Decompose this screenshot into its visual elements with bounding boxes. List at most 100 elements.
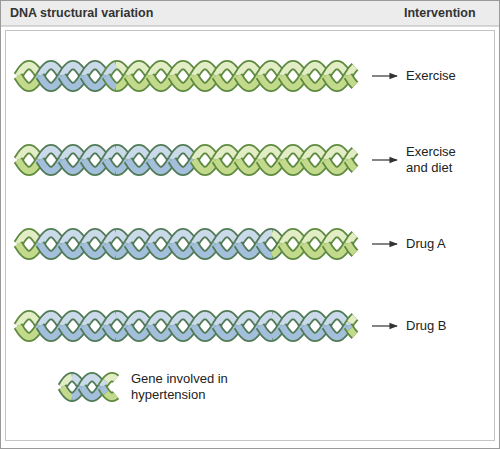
gene-strand xyxy=(106,326,116,337)
strand-outline xyxy=(194,76,216,87)
dna-strand xyxy=(326,160,348,171)
strand-outline xyxy=(128,244,150,255)
strand-outline xyxy=(238,244,260,255)
gene-strand xyxy=(106,149,116,160)
gene-strand xyxy=(172,326,194,337)
strand-outline xyxy=(304,160,326,171)
dna-strand xyxy=(18,160,38,171)
strand-outline xyxy=(282,160,304,171)
strand-outline xyxy=(304,326,326,337)
strand-outline xyxy=(128,76,150,87)
gene-strand xyxy=(128,160,150,171)
intervention-label: Exercise xyxy=(406,68,496,84)
strand-outline xyxy=(40,76,62,87)
strand-outline xyxy=(40,244,62,255)
strand-outline xyxy=(128,326,150,337)
dna-strand xyxy=(326,76,348,87)
strand-outline xyxy=(282,326,304,337)
dna-strand xyxy=(282,160,304,171)
gene-strand xyxy=(106,244,116,255)
strand-outline xyxy=(84,326,106,337)
strand-outline xyxy=(40,160,62,171)
gene-strand xyxy=(304,326,326,337)
dna-strand xyxy=(194,160,216,171)
gene-strand xyxy=(62,326,84,337)
strand-outline xyxy=(282,244,304,255)
strand-outline xyxy=(18,244,40,255)
strand-outline xyxy=(40,326,62,337)
dna-helix xyxy=(18,149,355,171)
gene-strand xyxy=(84,326,106,337)
strand-outline xyxy=(194,244,216,255)
strand-outline xyxy=(326,76,348,87)
strand-outline xyxy=(84,76,106,87)
column-header: Intervention xyxy=(404,5,494,21)
header-rule xyxy=(1,26,499,27)
dna-strand xyxy=(128,76,150,87)
gene-strand xyxy=(106,65,116,76)
intervention-label: Drug A xyxy=(406,236,496,252)
gene-strand xyxy=(238,326,260,337)
arrow-group xyxy=(372,76,397,326)
dna-strand xyxy=(304,160,326,171)
gene-strand xyxy=(260,244,272,255)
strand-outline xyxy=(326,326,348,337)
strand-outline xyxy=(18,160,40,171)
strand-outline xyxy=(150,244,172,255)
dna-strand xyxy=(238,76,260,87)
dna-strand xyxy=(350,317,355,323)
dna-strand xyxy=(106,393,116,397)
gene-strand xyxy=(128,244,150,255)
gene-strand xyxy=(260,326,272,337)
gene-strand xyxy=(40,326,62,337)
dna-strand xyxy=(304,244,326,255)
strand-outline xyxy=(238,160,260,171)
strand-outline xyxy=(62,326,84,337)
gene-strand xyxy=(106,160,116,171)
strand-outline xyxy=(106,244,128,255)
gene-strand xyxy=(326,326,348,337)
intervention-arrow xyxy=(372,159,397,160)
strand-outline xyxy=(106,76,128,87)
dna-strand xyxy=(216,160,238,171)
gene-strand xyxy=(106,233,116,244)
dna-helix xyxy=(18,315,355,337)
gene-strand xyxy=(128,326,150,337)
gene-strand xyxy=(348,326,350,329)
dna-strand xyxy=(350,329,355,335)
intervention-arrow xyxy=(372,325,397,326)
strand-outline xyxy=(348,244,355,253)
gene-strand xyxy=(102,387,106,393)
column-header: DNA structural variation xyxy=(10,5,260,21)
gene-strand xyxy=(40,160,62,171)
gene-strand xyxy=(62,76,84,87)
intervention-arrow xyxy=(372,75,397,76)
strand-outline xyxy=(172,160,194,171)
strand-outline xyxy=(62,387,82,397)
dna-strand xyxy=(348,160,355,169)
gene-strand xyxy=(238,244,260,255)
gene-strand xyxy=(194,244,216,255)
gene-strand xyxy=(150,326,172,337)
strand-outline xyxy=(260,244,282,255)
strand-outline xyxy=(106,160,128,171)
strand-outline xyxy=(172,326,194,337)
intervention-arrow xyxy=(372,243,397,244)
dna-helix xyxy=(18,233,355,255)
strand-outline xyxy=(260,160,282,171)
gene-strand xyxy=(62,244,84,255)
strand-outline xyxy=(348,160,355,169)
dna-strand xyxy=(304,76,326,87)
strand-outline xyxy=(216,76,238,87)
header-band xyxy=(1,1,499,26)
strand-outline xyxy=(194,326,216,337)
dna-strand xyxy=(238,160,260,171)
dna-strand xyxy=(172,76,194,87)
strand-outline xyxy=(150,160,172,171)
strand-outline xyxy=(150,76,172,87)
strand-outline xyxy=(216,244,238,255)
gene-strand xyxy=(82,387,102,397)
strand-outline xyxy=(194,160,216,171)
